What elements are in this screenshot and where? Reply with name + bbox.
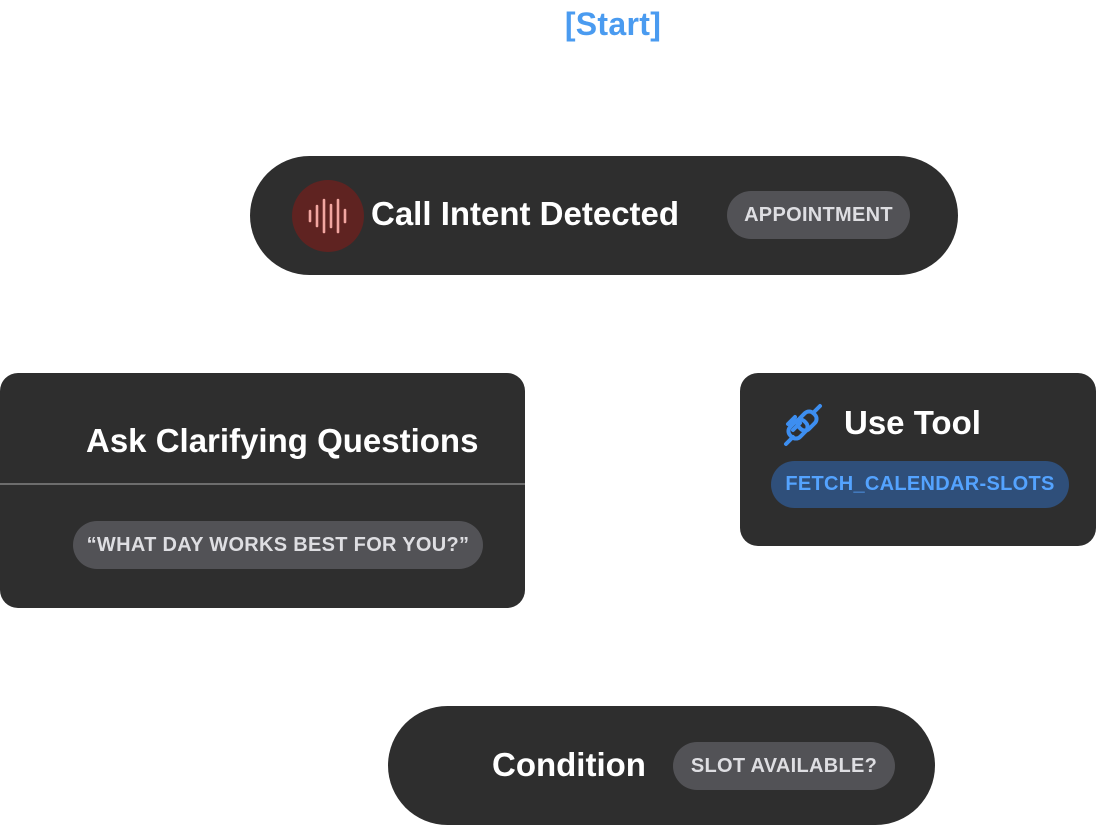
- intent-tag-badge: APPOINTMENT: [727, 191, 910, 239]
- node-condition[interactable]: Condition SLOT AVAILABLE?: [388, 706, 935, 825]
- node-ask-clarifying-questions[interactable]: Ask Clarifying Questions “WHAT DAY WORKS…: [0, 373, 525, 608]
- node-title: Use Tool: [844, 404, 981, 441]
- plug-connector-icon: [778, 400, 828, 450]
- node-call-intent-detected[interactable]: Call Intent Detected APPOINTMENT: [250, 156, 958, 275]
- condition-badge: SLOT AVAILABLE?: [673, 742, 895, 790]
- question-prompt-badge: “WHAT DAY WORKS BEST FOR YOU?”: [73, 521, 483, 569]
- node-divider: [0, 483, 525, 485]
- start-label: [Start]: [564, 6, 662, 42]
- node-title: Ask Clarifying Questions: [86, 422, 479, 459]
- tool-name-badge: FETCH_CALENDAR-SLOTS: [771, 461, 1069, 508]
- node-title: Condition: [492, 746, 646, 783]
- node-use-tool[interactable]: Use Tool FETCH_CALENDAR-SLOTS: [740, 373, 1096, 546]
- audio-waveform-icon: [292, 180, 364, 252]
- node-title: Call Intent Detected: [371, 195, 680, 232]
